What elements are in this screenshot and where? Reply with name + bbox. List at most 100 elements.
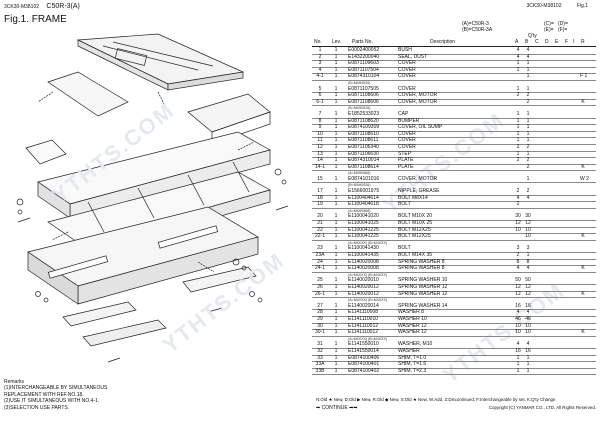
qty-a: 2 <box>516 201 520 208</box>
qty-col-f: F <box>565 39 569 45</box>
qty-col-d: D <box>545 39 549 45</box>
part-number: E0871108606 <box>348 92 379 99</box>
part-number: E1566001975 <box>348 188 380 195</box>
remarks-line: (1)INTERCHANGEABLE BY SIMULTANEOUS <box>4 385 108 392</box>
serial-f: (F)= <box>558 27 568 33</box>
qty-b: 1 <box>526 137 530 144</box>
level: 1 <box>334 143 338 150</box>
qty-b: 30 <box>525 213 531 220</box>
level: 1 <box>334 220 338 227</box>
description: COVER <box>398 73 416 80</box>
part-number: E0871108611 <box>348 137 379 144</box>
ref-no: 4-1 <box>316 73 324 80</box>
part-number: E0871106340 <box>348 143 379 150</box>
part-number: E0002400052 <box>348 47 380 53</box>
ref-no: 24-1 <box>314 265 325 272</box>
header-right: 3CK30-M38102 Fig.1 <box>512 3 588 9</box>
serial-range-row: (B=M4H0526) <box>312 106 596 112</box>
serial-range-row: (A=M4H0568) <box>312 209 596 215</box>
level: 1 <box>334 98 338 105</box>
description: COVER, OIL SUMP <box>398 124 443 131</box>
part-number: E1100041020 <box>348 213 379 220</box>
description: COVER, MOTOR <box>398 175 438 182</box>
remark-code: K <box>581 98 585 105</box>
qty-b: 1 <box>526 66 530 73</box>
part-number: E1140020014 <box>348 302 379 309</box>
qty-b: 12 <box>525 220 531 227</box>
part-number: E1100041225 <box>348 233 379 240</box>
level: 1 <box>334 85 338 92</box>
level: 1 <box>334 252 338 258</box>
description: WASHER 12 <box>398 322 427 329</box>
ref-no: 24 <box>317 258 323 265</box>
qty-a: 4 <box>516 265 520 272</box>
level: 1 <box>334 163 338 170</box>
serial-range: (A=M4XXX) (B=M4XXX) <box>348 336 388 341</box>
table-header: (A)=C50R-3 (B)=C50R-3A (C)= (E)= (D)= (F… <box>312 20 596 48</box>
qty-b: 10 <box>525 233 531 240</box>
ref-no: 5 <box>318 85 322 92</box>
qty-b: 1 <box>526 60 530 67</box>
description: WASHER 12 <box>398 329 427 336</box>
qty-a: 3 <box>516 245 520 252</box>
qty-a: 4 <box>516 309 520 316</box>
qty-a: 46 <box>515 315 521 322</box>
ref-no: 8 <box>318 117 322 124</box>
qty-b: 12 <box>525 290 531 297</box>
description: SPRING WASHER 8 <box>398 258 445 265</box>
description: SPRING WASHER 12 <box>398 283 448 290</box>
qty-b: 1 <box>526 85 530 92</box>
qty-a: 2 <box>516 252 520 258</box>
serial-e: (E)= <box>544 27 554 33</box>
serial-range: (A=M4XXX) (B=M4XXX) <box>348 272 388 277</box>
level: 1 <box>334 188 338 195</box>
qty-b: 50 <box>525 277 531 284</box>
col-parts-no: Parts No. <box>352 39 373 45</box>
qty-b: 46 <box>525 315 531 322</box>
part-number: E0874100402 <box>348 367 380 374</box>
header-left: 3CK30-M38102 C50R-3(A) <box>4 3 80 10</box>
qty-b: 2 <box>526 157 530 164</box>
level: 1 <box>334 233 338 240</box>
description: SPRING WASHER 14 <box>398 302 448 309</box>
continue-marker[interactable]: ➡ CONTINUE ➡➡ <box>316 405 358 411</box>
ref-no: 26 <box>317 283 323 290</box>
ref-no: 14 <box>317 157 323 164</box>
remarks-line: REPLACEMENT WITH REF.NO.18. <box>4 391 84 398</box>
part-number: E0874100401 <box>348 361 380 368</box>
serial-a: (A)=C50R-3 <box>462 21 489 27</box>
qty-a: 1 <box>516 137 520 144</box>
qty-a: 10 <box>515 329 521 336</box>
description: BOLT M12X25 <box>398 226 431 233</box>
ref-no: 33A <box>315 361 325 368</box>
part-number: E0874310014 <box>348 157 380 164</box>
ref-no: 30 <box>317 322 323 329</box>
ref-no: 13 <box>317 150 323 157</box>
qty-a: 4 <box>516 47 520 53</box>
ref-no: 10 <box>317 130 323 137</box>
parts-table: (A)=C50R-3 (B)=C50R-3A (C)= (E)= (D)= (F… <box>312 20 596 376</box>
level: 1 <box>334 124 338 131</box>
qty-a: 12 <box>515 220 521 227</box>
description: COVER, MOTOR <box>398 98 438 105</box>
qty-a: 30 <box>515 213 521 220</box>
qty-a: 50 <box>515 277 521 284</box>
ref-no: 6 <box>318 92 322 99</box>
ref-no: 4 <box>318 66 322 73</box>
description: WASHER <box>398 347 420 354</box>
level: 1 <box>334 213 338 220</box>
